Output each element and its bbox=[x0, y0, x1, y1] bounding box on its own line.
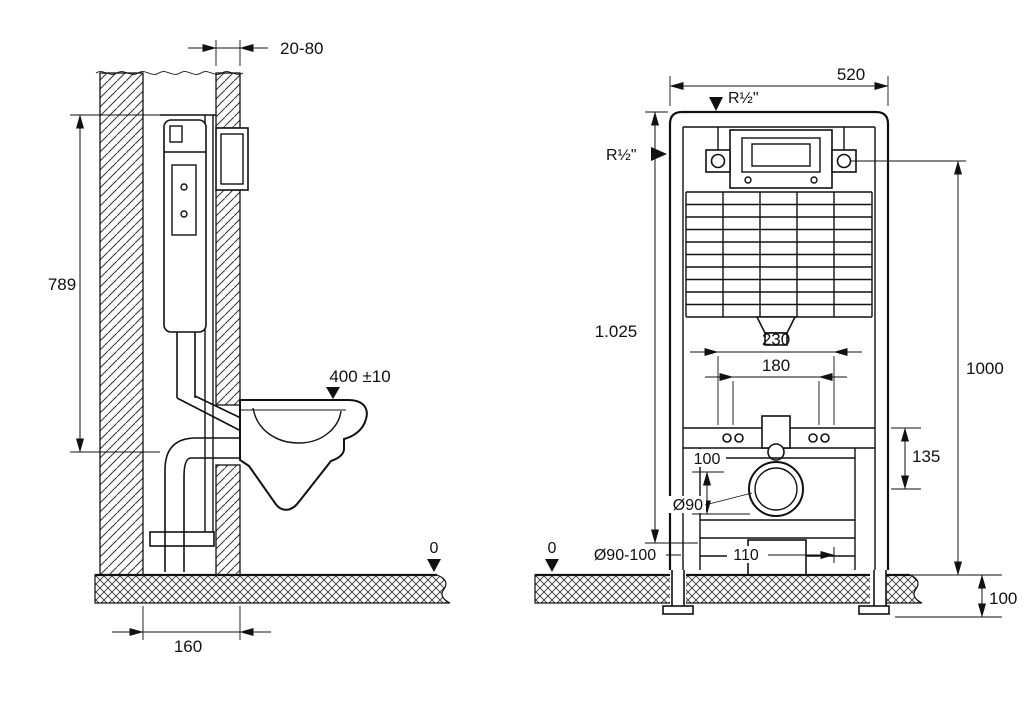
dim-110-label: 110 bbox=[733, 547, 759, 564]
cistern-grid bbox=[685, 191, 873, 318]
dim-bowl-height: 400 ±10 bbox=[326, 367, 391, 399]
connection-top-label: R½" bbox=[728, 90, 759, 107]
dim-1000: 1000 bbox=[850, 160, 1004, 576]
dim-230: 230 bbox=[690, 330, 862, 425]
toilet-bowl bbox=[239, 399, 368, 511]
floor-level-left-label: 0 bbox=[430, 540, 439, 557]
label-drain-diameter: Ø90 bbox=[660, 492, 753, 514]
wall-section bbox=[95, 71, 244, 576]
floor-section-left bbox=[94, 573, 451, 604]
dim-180: 180 bbox=[705, 356, 847, 425]
connection-side-label: R½" bbox=[606, 147, 637, 164]
floor-section-right bbox=[534, 573, 923, 604]
flush-unit bbox=[705, 127, 857, 189]
dim-100-below-label: 100 bbox=[989, 589, 1017, 608]
level-triangle-icon bbox=[545, 559, 559, 572]
dim-wall-finish-label: 20-80 bbox=[280, 39, 323, 58]
floor-level-right-label: 0 bbox=[548, 540, 557, 557]
dim-135-label: 135 bbox=[912, 447, 940, 466]
dim-frame-height-789: 789 bbox=[48, 114, 168, 453]
dim-wall-finish-depth: 20-80 bbox=[188, 39, 323, 66]
connection-top: R½" bbox=[709, 90, 759, 111]
floor-level-marker-left: 0 bbox=[427, 540, 441, 572]
dim-160-label: 160 bbox=[174, 637, 202, 656]
right-view: 520 R½" R½" 1.025 1000 230 bbox=[534, 65, 1017, 618]
drain-diameter-label: Ø90 bbox=[673, 497, 703, 514]
dim-520-label: 520 bbox=[837, 65, 865, 84]
dim-110: 110 bbox=[727, 546, 835, 564]
dim-789-label: 789 bbox=[48, 275, 76, 294]
wall-break-line bbox=[95, 71, 244, 75]
flush-valve-funnel bbox=[755, 316, 797, 346]
outlet-diameter-label: Ø90-100 bbox=[594, 547, 656, 564]
dim-1025-label: 1.025 bbox=[595, 322, 638, 341]
dim-180-label: 180 bbox=[762, 356, 790, 375]
dim-135: 135 bbox=[891, 427, 940, 490]
label-outlet-diameter: Ø90-100 bbox=[594, 547, 681, 564]
drain-pipe bbox=[164, 437, 243, 572]
dim-230-label: 230 bbox=[762, 330, 790, 349]
frame-feet bbox=[662, 570, 890, 615]
dim-100-offset: 100 bbox=[690, 449, 750, 515]
dim-100-offset-label: 100 bbox=[694, 451, 721, 468]
dim-bowl-height-label: 400 ±10 bbox=[329, 367, 390, 386]
level-triangle-icon bbox=[326, 387, 340, 399]
dim-1000-label: 1000 bbox=[966, 359, 1004, 378]
flush-plate-access bbox=[215, 127, 249, 191]
flush-pipe bbox=[176, 332, 248, 433]
dim-frame-depth-160: 160 bbox=[112, 606, 271, 656]
level-triangle-icon bbox=[427, 559, 441, 572]
level-triangle-icon bbox=[709, 97, 723, 111]
crossbar bbox=[683, 415, 875, 461]
left-view: 20-80 789 400 ±10 0 160 bbox=[48, 39, 451, 656]
floor-level-marker-right: 0 bbox=[545, 540, 559, 572]
dim-520: 520 bbox=[669, 65, 889, 106]
dim-100-below-floor: 100 bbox=[895, 574, 1017, 618]
cistern-side bbox=[163, 119, 207, 333]
drain-outlet bbox=[748, 461, 804, 517]
dim-1025: 1.025 bbox=[595, 111, 698, 544]
